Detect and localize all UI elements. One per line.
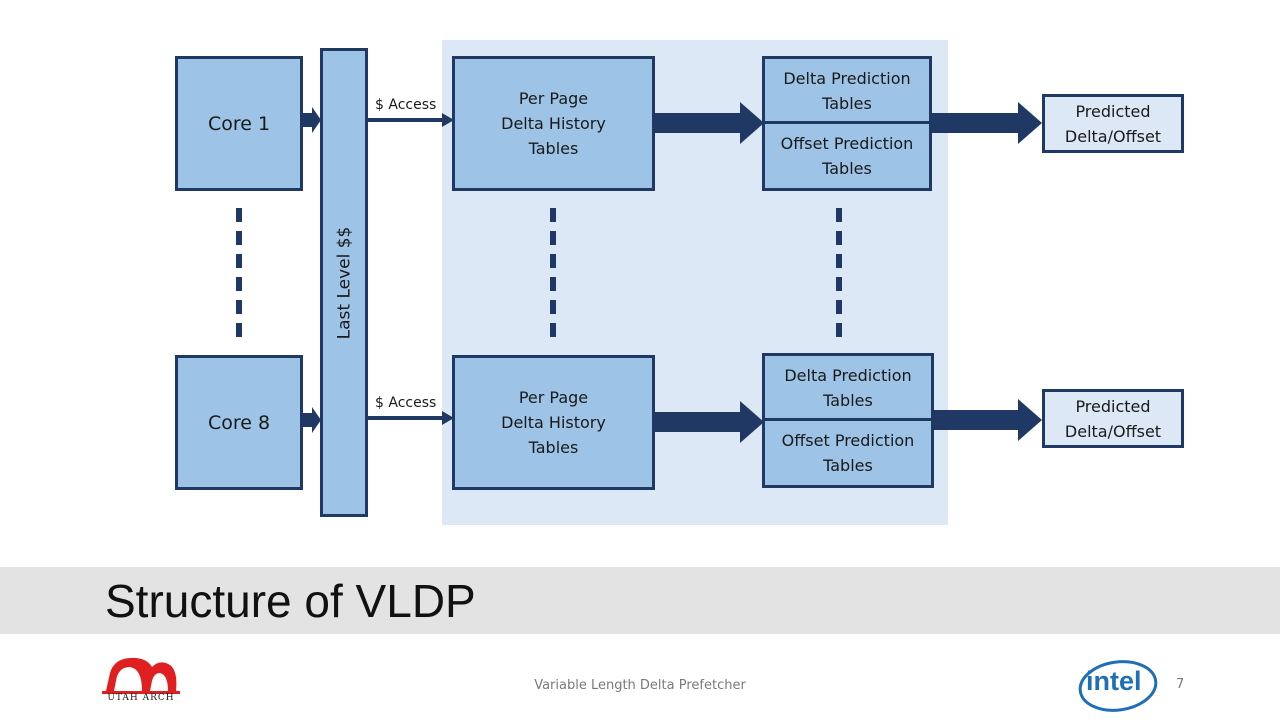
- core-8-label: Core 8: [207, 411, 271, 434]
- intel-text: intel: [1086, 666, 1142, 696]
- core-1-label: Core 1: [207, 112, 271, 135]
- access-arrow-bottom-head: [442, 411, 454, 425]
- utah-arch-text: UTAH ARCH: [107, 693, 175, 703]
- history-to-prediction-arrow-top: [655, 102, 764, 144]
- output-line-2: Delta/Offset: [1064, 421, 1162, 441]
- prediction-to-output-arrow-bottom: [934, 399, 1042, 441]
- history-line-2: Delta History: [501, 114, 606, 133]
- dpt-line-2: Tables: [822, 94, 872, 113]
- dpt-line-2: Tables: [823, 391, 873, 410]
- dpt-line-1: Delta Prediction: [783, 69, 911, 88]
- history-line-1: Per Page: [518, 388, 589, 407]
- output-line-2: Delta/Offset: [1064, 126, 1162, 146]
- page-number: 7: [1176, 677, 1185, 692]
- arch-icon: [102, 657, 180, 694]
- core8-to-llc-arrow: [303, 407, 321, 433]
- footer-text: Variable Length Delta Prefetcher: [534, 678, 746, 693]
- last-level-cache-box: Last Level $$: [320, 48, 368, 517]
- access-label-top: $ Access: [375, 97, 437, 113]
- core-1-box: Core 1: [175, 56, 303, 191]
- title-band: [0, 567, 1280, 634]
- intel-swirl-icon: [1078, 660, 1158, 712]
- intel-logo: intel: [1076, 656, 1164, 714]
- opt-line-1: Offset Prediction: [781, 431, 915, 450]
- core1-to-llc-arrow: [303, 107, 321, 133]
- utah-arch-logo: UTAH ARCH: [100, 655, 182, 705]
- delta-history-tables-top: Per Page Delta History Tables: [452, 56, 655, 191]
- dpt-line-1: Delta Prediction: [784, 366, 912, 385]
- slide-title: Structure of VLDP: [105, 575, 476, 627]
- core-8-box: Core 8: [175, 355, 303, 490]
- opt-line-1: Offset Prediction: [780, 134, 914, 153]
- access-label-bottom: $ Access: [375, 395, 437, 411]
- history-line-1: Per Page: [518, 89, 589, 108]
- opt-line-2: Tables: [822, 159, 872, 178]
- output-line-1: Predicted: [1075, 396, 1151, 416]
- history-line-3: Tables: [528, 438, 579, 457]
- prediction-to-output-arrow-top: [932, 102, 1042, 144]
- history-line-2: Delta History: [501, 413, 606, 432]
- opt-line-2: Tables: [823, 456, 873, 475]
- output-line-1: Predicted: [1075, 101, 1151, 121]
- access-arrow-top-head: [442, 113, 454, 127]
- delta-history-tables-bottom: Per Page Delta History Tables: [452, 355, 655, 490]
- history-line-3: Tables: [528, 139, 579, 158]
- history-to-prediction-arrow-bottom: [655, 401, 764, 443]
